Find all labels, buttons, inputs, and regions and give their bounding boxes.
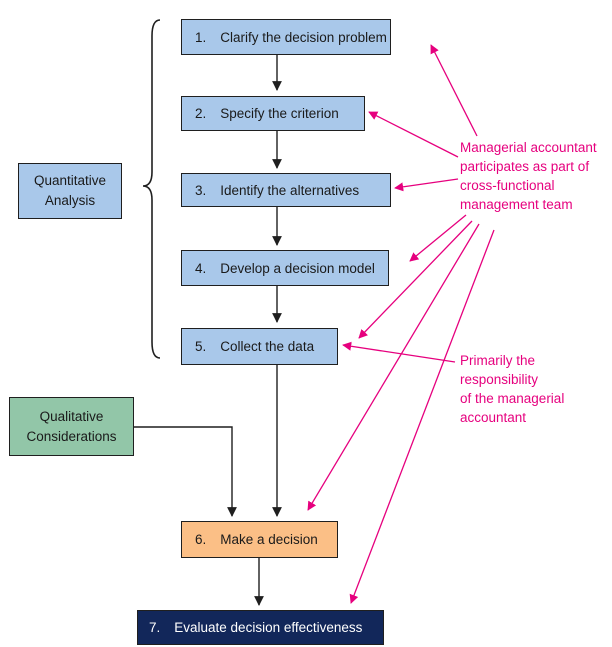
pointer-team-to-1 [430, 44, 478, 137]
step-3-box: 3. Identify the alternatives [181, 173, 391, 207]
annotation-primary-line3: of the managerial [460, 391, 565, 406]
step-5-box: 5. Collect the data [181, 328, 338, 365]
quantitative-line1: Quantitative [33, 173, 107, 188]
step-1-box: 1. Clarify the decision problem [181, 19, 391, 55]
quantitative-analysis-box: Quantitative Analysis [18, 163, 122, 219]
qualitative-line1: Qualitative [39, 408, 104, 424]
step-7-box: 7. Evaluate decision effectiveness [137, 610, 384, 645]
qualitative-considerations-box: Qualitative Considerations [9, 397, 134, 456]
quantitative-brace [142, 19, 161, 359]
step-7-number: 7. [149, 620, 161, 635]
pointer-primary-to-5 [342, 341, 456, 363]
step-3-number: 3. [195, 182, 207, 198]
pointer-team-to-2 [368, 111, 459, 158]
pointer-team-to-7 [349, 229, 495, 604]
annotation-team-line3: cross-functional [460, 178, 555, 193]
step-6-number: 6. [195, 532, 207, 547]
step-6-box: 6. Make a decision [181, 521, 338, 558]
annotation-primary: Primarily the responsibility of the mana… [460, 351, 564, 427]
pointer-team-to-3 [394, 178, 459, 192]
step-4-box: 4. Develop a decision model [181, 250, 389, 286]
quantitative-line2: Analysis [44, 193, 96, 208]
step-4-label: Develop a decision model [220, 260, 375, 276]
arrow-qualitative-to-6 [134, 426, 237, 517]
step-5-number: 5. [195, 339, 207, 354]
annotation-team-line4: management team [460, 197, 573, 212]
step-3-label: Identify the alternatives [220, 182, 360, 198]
qualitative-line2: Considerations [26, 428, 117, 444]
annotation-primary-line4: accountant [460, 410, 527, 425]
annotation-team: Managerial accountant participates as pa… [460, 138, 597, 214]
pointer-team-to-6 [307, 223, 480, 511]
pointer-team-to-5 [358, 220, 473, 339]
step-6-label: Make a decision [220, 532, 318, 547]
annotation-team-line2: participates as part of [460, 159, 590, 174]
annotation-primary-line2: responsibility [460, 372, 539, 387]
step-1-number: 1. [195, 29, 207, 45]
annotation-primary-line1: Primarily the [460, 353, 536, 368]
step-2-box: 2. Specify the criterion [181, 96, 365, 131]
step-1-label: Clarify the decision problem [220, 29, 387, 45]
step-2-number: 2. [195, 106, 207, 121]
step-7-label: Evaluate decision effectiveness [174, 620, 363, 635]
step-4-number: 4. [195, 260, 207, 276]
step-2-label: Specify the criterion [220, 106, 339, 121]
step-5-label: Collect the data [220, 339, 315, 354]
annotation-team-line1: Managerial accountant [460, 140, 597, 155]
pointer-team-to-4 [409, 214, 467, 262]
